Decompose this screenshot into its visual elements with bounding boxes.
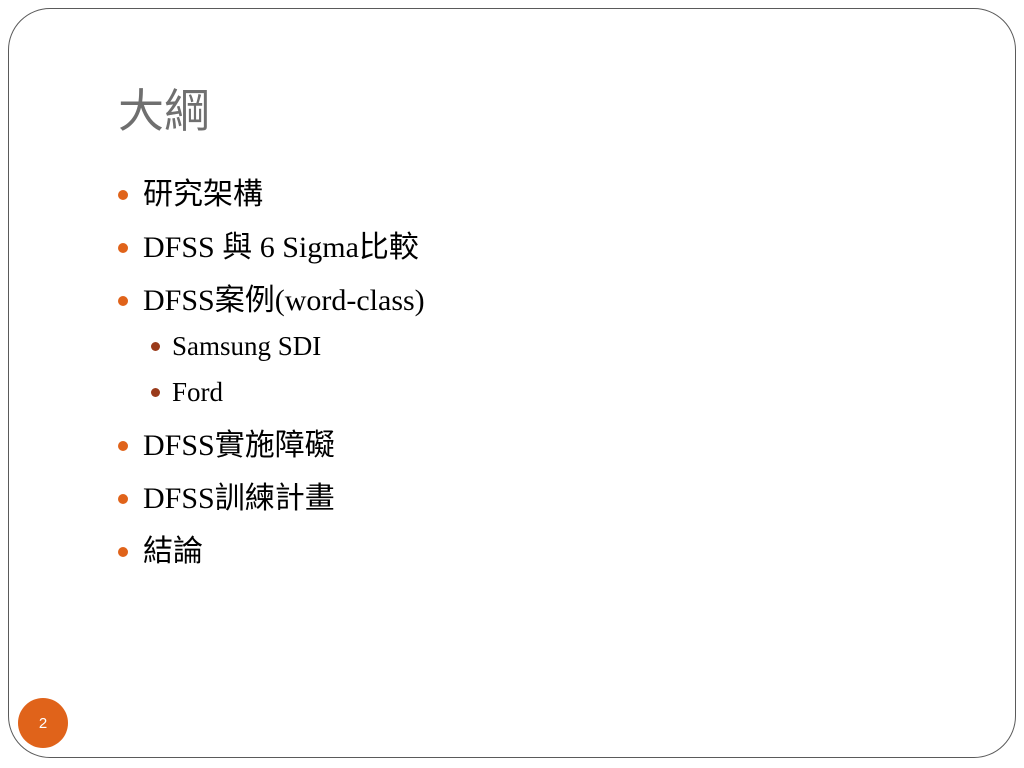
outline-subitem-label: Ford [172, 376, 224, 407]
outline-item: DFSS訓練計畫 [118, 472, 425, 525]
outline-item: 結論 [118, 525, 425, 578]
bullet-dot-icon [118, 493, 128, 504]
sub-bullet-dot-icon [151, 341, 160, 351]
outline-item-label: DFSS實施障礙 [143, 428, 335, 462]
outline-item-label: DFSS訓練計畫 [143, 481, 335, 515]
outline-item-label: 結論 [143, 534, 203, 568]
outline-subitem: Ford [118, 369, 425, 415]
outline-item-label: DFSS 與 6 Sigma比較 [143, 230, 419, 264]
outline-subitem-label: Samsung SDI [172, 330, 322, 361]
sub-bullet-dot-icon [151, 387, 160, 397]
bullet-dot-icon [118, 295, 128, 306]
page-number: 2 [38, 714, 48, 732]
slide-frame [8, 8, 1016, 758]
outline-item: DFSS案例(word-class) [118, 274, 425, 327]
bullet-dot-icon [118, 242, 128, 253]
outline-list: 研究架構 DFSS 與 6 Sigma比較 DFSS案例(word-class)… [118, 168, 425, 578]
slide-title: 大綱 [118, 84, 210, 138]
outline-item: 研究架構 [118, 168, 425, 221]
page-number-badge: 2 [18, 698, 68, 748]
bullet-dot-icon [118, 546, 128, 557]
bullet-dot-icon [118, 440, 128, 451]
outline-item-label: 研究架構 [143, 177, 263, 211]
outline-subitem: Samsung SDI [118, 323, 425, 369]
outline-item-label: DFSS案例(word-class) [143, 283, 425, 317]
bullet-dot-icon [118, 189, 128, 200]
outline-item: DFSS 與 6 Sigma比較 [118, 221, 425, 274]
outline-item: DFSS實施障礙 [118, 419, 425, 472]
